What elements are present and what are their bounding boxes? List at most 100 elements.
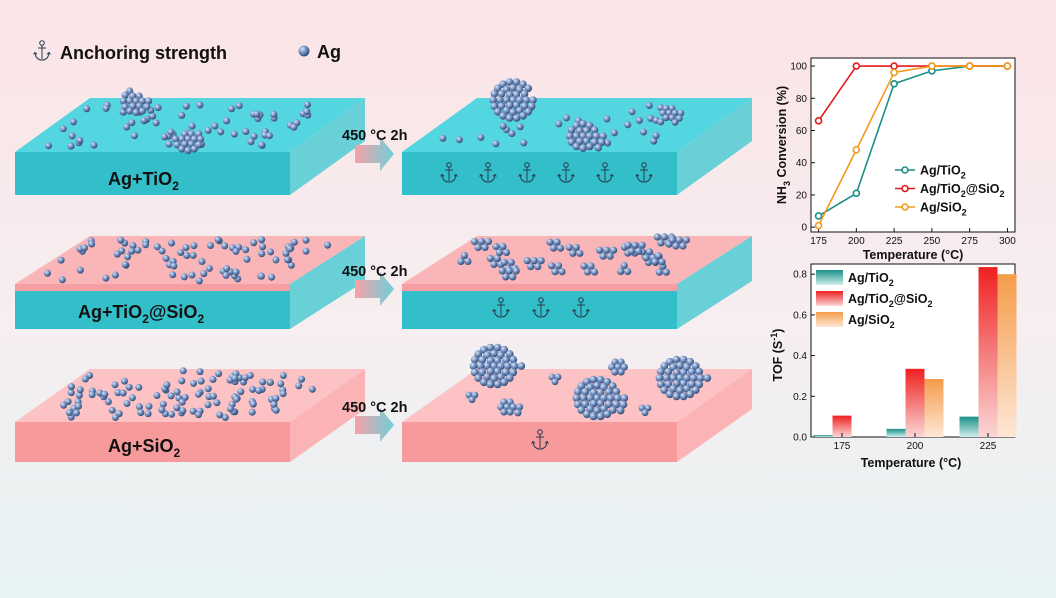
ag-particle [190,379,197,387]
ag-cluster-particle [565,132,574,140]
ag-small-cluster-particle [617,267,625,276]
ag-cluster-particle [590,126,599,134]
y-tick-label: 40 [796,158,808,169]
ag-cluster-particle [567,138,576,146]
ag-cluster-particle [121,103,129,111]
ag-particle [214,236,222,244]
ag-small-cluster-particle [509,273,517,281]
bar [978,267,998,437]
ag-particle [197,377,205,385]
ag-cluster-particle [599,132,607,140]
data-point [814,117,823,125]
ag-particle [221,414,229,421]
ag-particle [279,372,287,379]
row-sio2: Ag+SiO2 450 °C 2h [15,343,752,462]
slab-front-face [402,152,677,195]
ag-particle [287,261,295,269]
bar [905,368,925,437]
ag-particle [136,403,143,411]
ag-particle [178,111,186,119]
ag-cluster-particle [505,78,514,86]
chart2-x-axis-label: Temperature (°C) [861,456,962,470]
ag-small-cluster-particle [554,262,563,270]
ag-particle [159,400,167,408]
ag-small-cluster-particle [499,242,507,251]
ag-particle [283,256,291,264]
ag-particle [111,381,119,389]
ag-particle [267,248,275,256]
ag-particle [279,390,287,398]
ag-particle [67,142,75,150]
data-point [965,62,974,70]
ag-small-cluster-particle [645,248,654,256]
ag-small-cluster-particle [620,261,628,270]
ag-particle [204,401,212,409]
ag-particle [455,136,463,144]
ag-particle [308,385,316,393]
ag-particle [189,407,197,415]
ag-cluster-particle [579,144,587,152]
ag-cluster-particle [497,102,506,110]
slab-front-face [402,284,677,291]
ag-cluster-particle [506,408,514,416]
ag-cluster-particle [524,84,533,93]
ag-small-cluster-particle [534,263,542,271]
ag-cluster-particle [593,381,601,390]
ag-particle [183,252,191,259]
ag-small-cluster-particle [679,242,687,250]
ag-cluster-particle [178,145,186,153]
ag-particle [222,271,230,279]
ag-particle [243,255,251,263]
ag-particle [167,128,175,136]
ag-particle [140,117,148,124]
ag-cluster-particle [126,107,134,115]
ag-particle [88,391,96,399]
ag-particle [59,125,67,133]
ag-particle [304,101,311,109]
ag-cluster-particle [675,115,683,122]
slab-front-face [15,291,290,329]
ag-cluster-particle [474,374,483,382]
ag-small-cluster-particle [583,268,592,276]
ag-small-cluster-particle [635,247,643,255]
legend-entry-label: Ag/SiO2 [920,201,967,218]
data-point [852,62,861,70]
ag-particle [194,390,202,398]
ag-particle [173,388,181,396]
ag-particle [652,132,660,140]
sample-label-sio2: Ag+SiO2 [108,436,181,460]
ag-particle [145,402,153,410]
legend-entry-label: Ag/TiO2@SiO2 [848,292,933,309]
x-tick-label: 225 [886,236,903,247]
slab-side-face [290,98,365,195]
ag-particle [128,247,136,255]
ag-cluster-particle [686,390,695,399]
ag-particle [113,250,121,258]
ag-cluster-particle [671,119,679,126]
ag-particle [102,274,110,282]
bar [813,434,833,437]
ag-small-cluster-particle [569,249,577,257]
ag-cluster-particle [593,406,601,415]
ag-cluster-particle [522,96,531,104]
ag-particle [81,375,89,383]
ag-cluster-particle [500,408,508,416]
ag-small-cluster-particle [502,273,510,281]
ag-particle [657,118,665,126]
ag-cluster-particle [503,362,512,370]
ag-particle [101,390,109,398]
ag-particle [250,239,258,247]
ag-cluster-particle [573,400,582,409]
bar [997,274,1017,437]
ag-small-cluster-particle [631,241,639,249]
ag-particle [248,408,256,416]
legend-entry-label: Ag/TiO2@SiO2 [920,182,1005,199]
ag-particle [65,409,73,417]
ag-cluster-particle [493,107,502,116]
ag-cluster-particle [596,375,605,384]
ag-cluster-particle [695,380,704,389]
ag-particle [255,387,263,394]
ag-cluster-particle [499,112,507,120]
slab-top-surface [15,236,365,284]
